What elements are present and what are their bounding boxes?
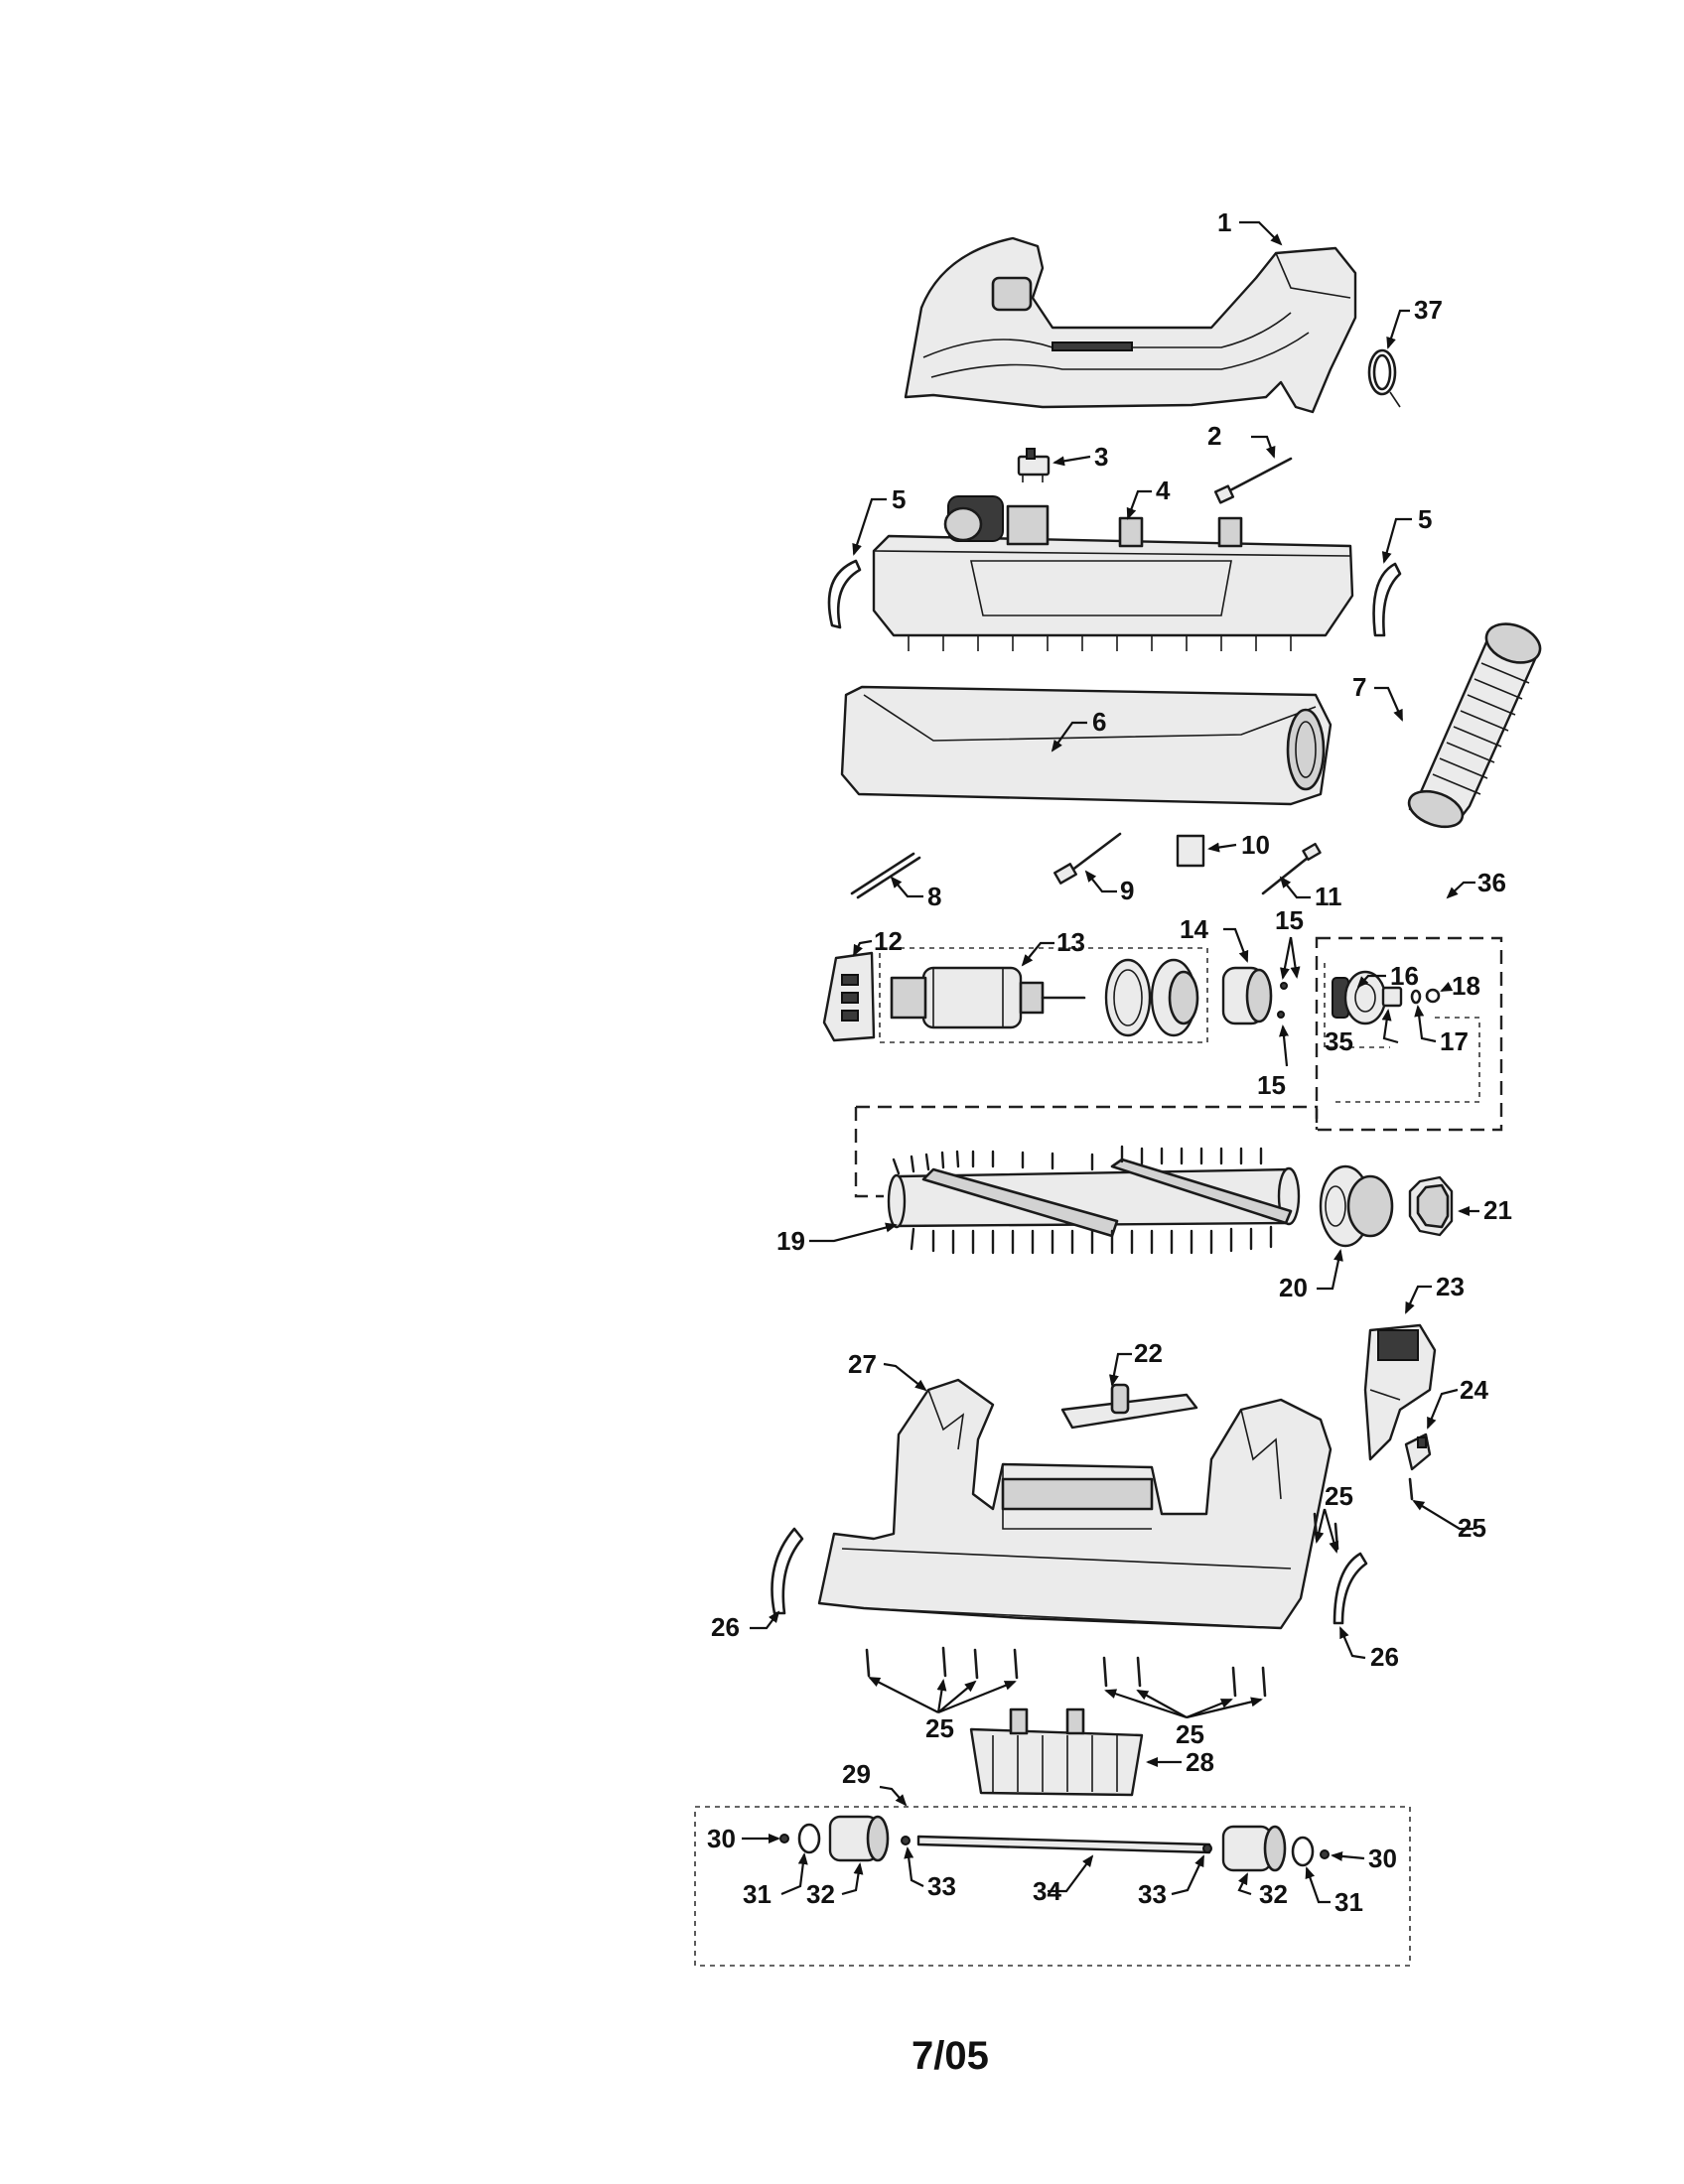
callout-25-latch: 25	[1458, 1513, 1486, 1543]
callout-28: 28	[1186, 1747, 1214, 1777]
part-12-end-cap	[822, 951, 876, 1042]
leader-lines	[742, 220, 1479, 1904]
part-10-pad	[1176, 834, 1205, 868]
callout-36: 36	[1477, 868, 1506, 897]
part-2-link	[1213, 457, 1293, 504]
part-33-bushing-left	[901, 1836, 911, 1845]
callout-6: 6	[1092, 707, 1106, 737]
callout-25-right-group: 25	[1176, 1719, 1204, 1749]
callout-26-left: 26	[711, 1612, 740, 1642]
part-15-pin-upper	[1280, 982, 1288, 990]
part-5-clip-right	[1372, 562, 1402, 637]
part-16-gear	[1332, 970, 1387, 1025]
part-6-bumper	[840, 685, 1333, 806]
part-31-washer-left	[797, 1823, 821, 1854]
part-9-link	[1053, 832, 1122, 885]
part-22-baffle	[1060, 1383, 1198, 1430]
callout-15-upper: 15	[1275, 905, 1304, 935]
callout-24: 24	[1460, 1375, 1488, 1405]
part-36-gear-assembly	[1315, 936, 1503, 1132]
part-32-wheel-left	[828, 1815, 890, 1862]
callout-4: 4	[1156, 476, 1171, 505]
callout-13: 13	[1056, 927, 1085, 957]
callout-15-lower: 15	[1257, 1070, 1286, 1100]
callout-32-left: 32	[806, 1879, 835, 1909]
part-15-pin-lower	[1277, 1011, 1285, 1019]
part-26-clip-left	[771, 1527, 804, 1615]
callout-35: 35	[1325, 1026, 1353, 1056]
callout-8: 8	[927, 882, 941, 911]
callout-19: 19	[776, 1226, 805, 1256]
callout-25-pedal: 25	[1325, 1481, 1353, 1511]
part-34-axle	[916, 1835, 1211, 1854]
callout-11: 11	[1315, 882, 1342, 911]
callout-23: 23	[1436, 1272, 1465, 1301]
part-27-base	[817, 1378, 1333, 1630]
part-24-latch	[1404, 1433, 1432, 1471]
part-3-switch	[1017, 448, 1051, 482]
callout-30-left: 30	[707, 1824, 736, 1853]
callout-12: 12	[874, 926, 903, 956]
callout-18: 18	[1452, 971, 1480, 1001]
callout-14: 14	[1180, 914, 1208, 944]
part-8-rod	[850, 852, 921, 899]
part-21-cap	[1408, 1175, 1454, 1237]
part-5-clip-left	[827, 559, 862, 629]
callout-37: 37	[1414, 295, 1443, 325]
callout-33-right: 33	[1138, 1879, 1167, 1909]
part-31-washer-right	[1291, 1836, 1315, 1867]
part-33-bushing-right	[1202, 1843, 1212, 1853]
callout-2: 2	[1207, 421, 1221, 451]
callout-26-right: 26	[1370, 1642, 1399, 1672]
callout-33-left: 33	[927, 1871, 956, 1901]
part-23-pedal	[1363, 1323, 1437, 1461]
callout-10: 10	[1241, 830, 1270, 860]
part-19-brush-roll	[854, 1105, 1319, 1255]
part-14-bearing	[1221, 966, 1273, 1025]
part-17-washer	[1410, 989, 1422, 1005]
callout-25-left-group: 25	[925, 1713, 954, 1743]
part-4-housing	[872, 495, 1354, 651]
callout-22: 22	[1134, 1338, 1163, 1368]
part-28-grate	[969, 1707, 1144, 1797]
part-20-bearing	[1319, 1164, 1394, 1248]
part-32-wheel-right	[1221, 1825, 1287, 1872]
part-30-clip-left	[779, 1834, 789, 1843]
part-4-motor-block	[943, 495, 1050, 546]
part-37-belt	[1367, 348, 1401, 408]
part-35-shaft	[1381, 986, 1403, 1008]
part-30-clip-right	[1320, 1849, 1330, 1859]
part-18-ring	[1425, 988, 1441, 1004]
part-11-pin	[1261, 842, 1322, 895]
callout-31-right: 31	[1334, 1887, 1363, 1917]
callout-32-right: 32	[1259, 1879, 1288, 1909]
callout-7: 7	[1352, 672, 1366, 702]
callout-5-right: 5	[1418, 504, 1432, 534]
callout-27: 27	[848, 1349, 877, 1379]
part-1-hood	[904, 236, 1357, 414]
part-26-clip-right	[1333, 1552, 1368, 1625]
callout-1: 1	[1217, 207, 1231, 237]
part-13-motor-assembly	[879, 947, 1208, 1043]
callout-31-left: 31	[743, 1879, 772, 1909]
callout-labels: 1 37 2 3 4 5 5 7 6 8 9 10 11 36 12 13 14…	[707, 207, 1512, 1917]
callout-9: 9	[1120, 876, 1134, 905]
callout-21: 21	[1483, 1195, 1512, 1225]
callout-20: 20	[1279, 1273, 1308, 1302]
part-7-hose	[1407, 622, 1542, 829]
callout-5-left: 5	[892, 484, 906, 514]
callout-3: 3	[1094, 442, 1108, 472]
callout-34: 34	[1033, 1876, 1061, 1906]
part-29-axle-assembly	[694, 1806, 1411, 1967]
callout-16: 16	[1390, 961, 1419, 991]
callout-30-right: 30	[1368, 1843, 1397, 1873]
callout-17: 17	[1440, 1026, 1469, 1056]
callout-29: 29	[842, 1759, 871, 1789]
date-code: 7/05	[912, 2034, 989, 2078]
